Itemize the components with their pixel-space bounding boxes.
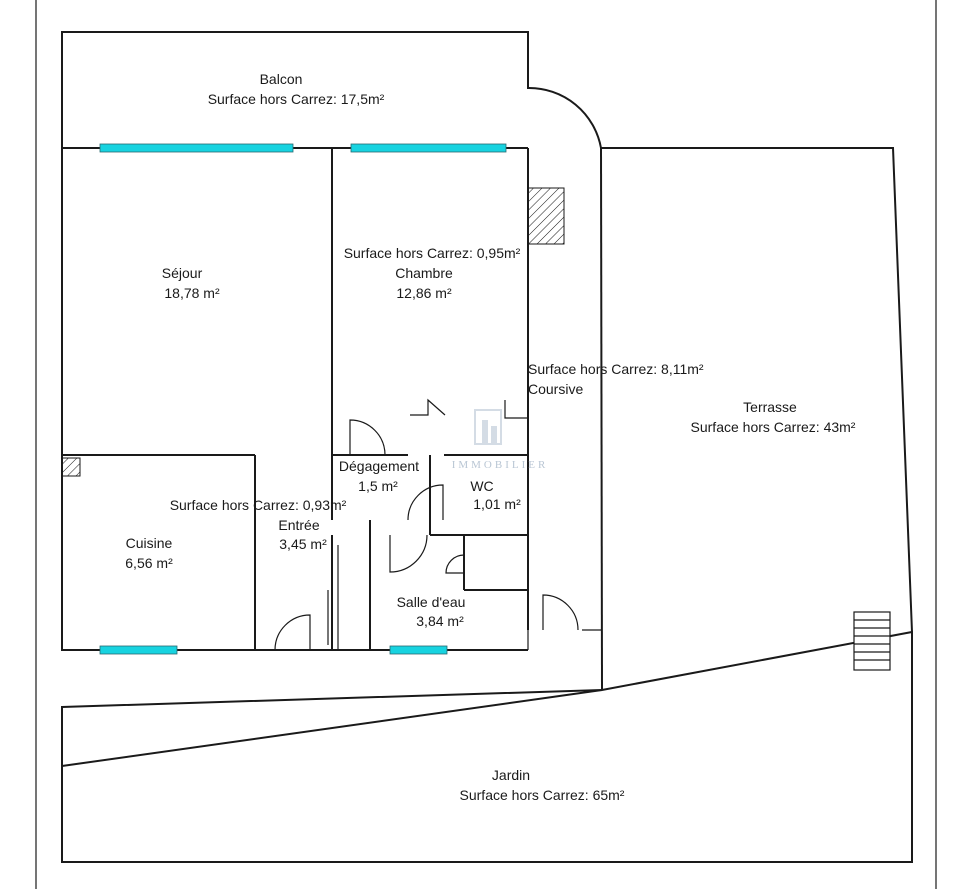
watermark-text: IMMOBILIER [452,459,549,471]
wc-area: 1,01 m² [473,496,521,512]
entree-label: Entrée [278,517,319,533]
window-sejour [99,143,294,153]
terrasse-left-wall [600,147,603,691]
hatched-shaft-chambre [527,187,565,245]
door-leaf-a [410,398,446,416]
balcon-outline [61,31,602,149]
door-cupboard [445,554,465,574]
door-terrasse [542,594,579,631]
door-chambre [349,419,386,456]
terrasse-label: Terrasse [743,399,797,415]
chambre-label: Chambre [395,265,453,281]
door-entree [274,614,311,651]
salle-eau-label: Salle d'eau [397,594,466,610]
hatched-shaft-cuisine [61,457,81,477]
balcon-area: Surface hors Carrez: 17,5m² [208,91,385,107]
chambre-extra-area: Surface hors Carrez: 0,95m² [344,245,521,261]
degagement-area: 1,5 m² [358,478,398,494]
chambre-area: 12,86 m² [396,285,452,301]
terrasse-outline [601,147,913,633]
door-leaf-b [504,400,528,419]
sejour-label: Séjour [162,265,203,281]
door-wc [407,484,444,521]
window-salle [389,645,448,655]
coursive-area: Surface hors Carrez: 8,11m² [528,361,704,377]
apartment-outer-wall [61,148,528,651]
entree-extra-area: Surface hors Carrez: 0,93m² [170,497,347,513]
balcon-label: Balcon [260,71,303,87]
staircase-icon [853,611,891,671]
window-cuisine [99,645,178,655]
cuisine-area: 6,56 m² [125,555,173,571]
salle-eau-area: 3,84 m² [416,613,464,629]
sejour-area: 18,78 m² [164,285,220,301]
jardin-label: Jardin [492,767,530,783]
window-chambre [350,143,507,153]
watermark-logo-icon [474,409,502,445]
jardin-diagonal [61,689,603,767]
jardin-outline [61,630,913,863]
terrasse-area: Surface hors Carrez: 43m² [691,419,856,435]
entree-area: 3,45 m² [279,536,327,552]
degagement-label: Dégagement [339,458,419,474]
cuisine-label: Cuisine [126,535,173,551]
coursive-label: Coursive [528,381,583,397]
door-salle [389,534,428,573]
wc-label: WC [470,478,493,494]
jardin-area: Surface hors Carrez: 65m² [460,787,625,803]
